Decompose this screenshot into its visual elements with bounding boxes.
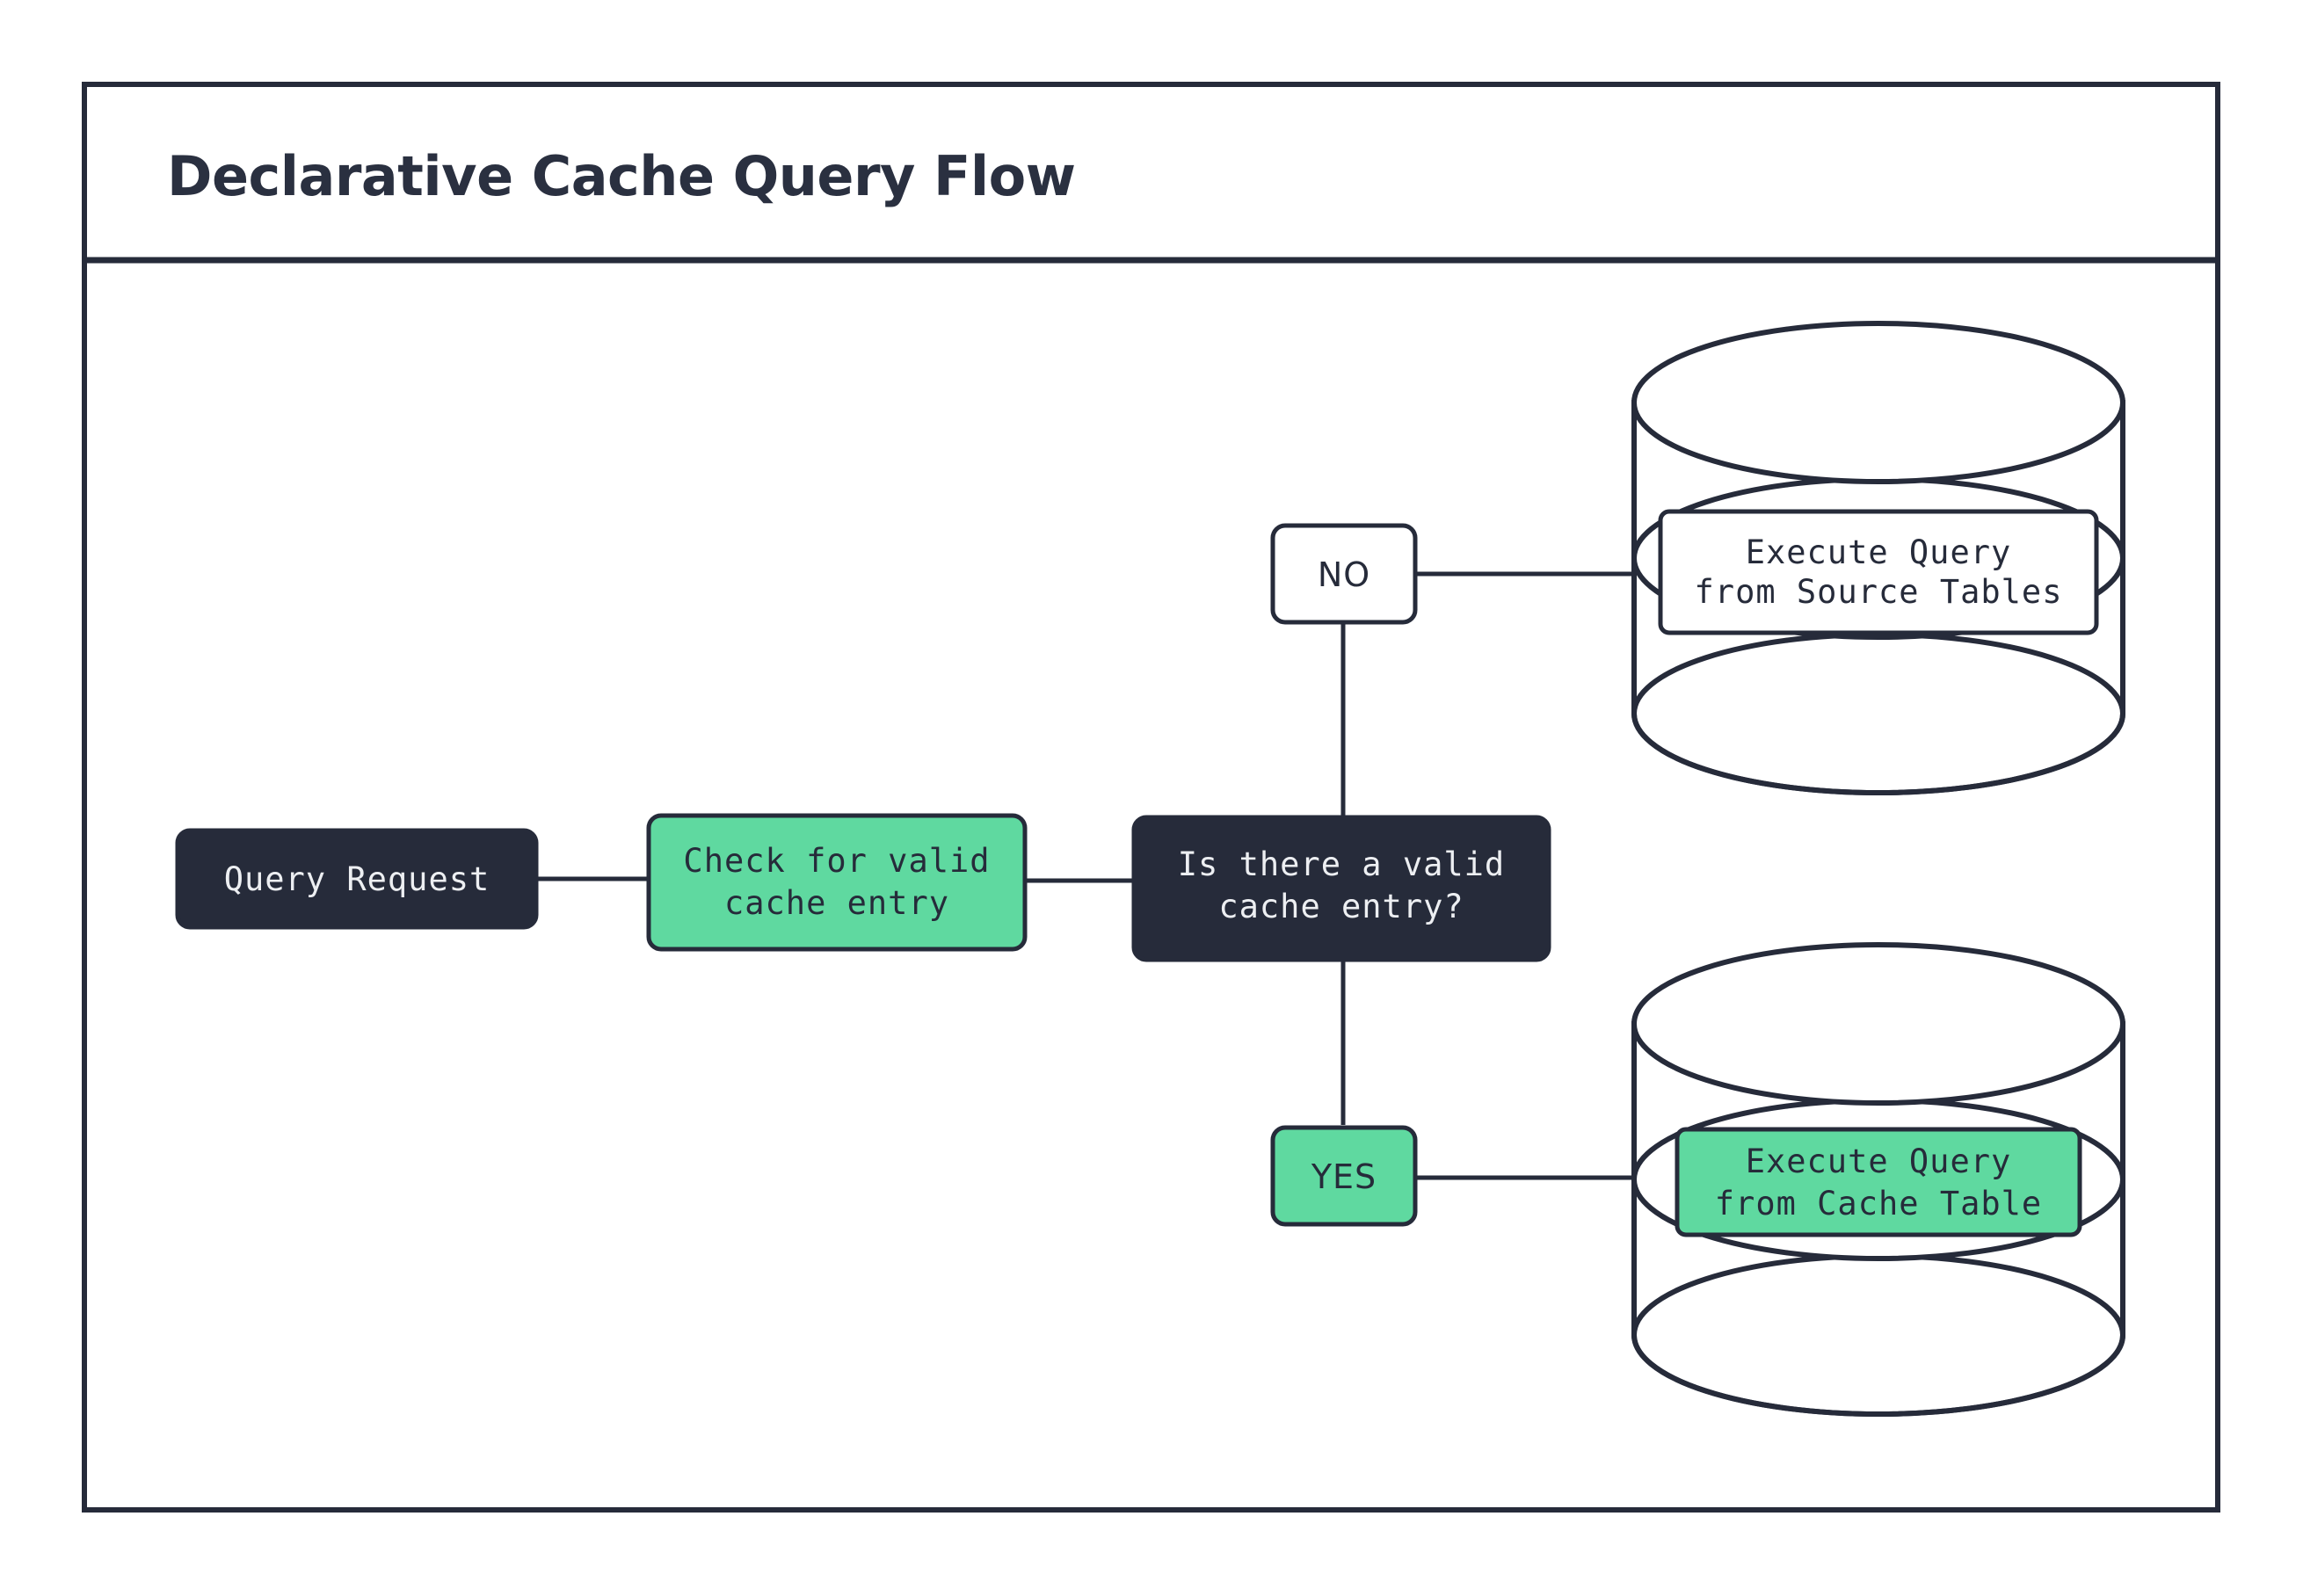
node-decision[interactable]: Is there a valid cache entry? — [1131, 815, 1551, 962]
node-cache-table-line1: Execute Query — [1746, 1143, 2012, 1180]
node-decision-line2: cache entry? — [1218, 888, 1464, 925]
node-cache-table-line2: from Cache Table — [1715, 1185, 2042, 1222]
page-title: Declarative Cache Query Flow — [167, 144, 1076, 208]
branch-badge-no[interactable]: NO — [1270, 523, 1418, 625]
node-source-tables-box[interactable] — [1658, 509, 2099, 635]
node-check-cache-line1: Check for valid — [683, 842, 990, 880]
branch-badge-no-box[interactable] — [1270, 523, 1418, 625]
node-query-request-label: Query Request — [224, 860, 490, 898]
branch-badge-yes-box[interactable] — [1270, 1125, 1418, 1227]
node-cache-table[interactable]: Execute Query from Cache Table — [1675, 1127, 2082, 1237]
node-cache-table-box[interactable] — [1675, 1127, 2082, 1237]
node-decision-line1: Is there a valid — [1178, 845, 1505, 883]
branch-badge-no-label: NO — [1318, 555, 1370, 594]
cylinder-disc-top-cache — [1631, 942, 2125, 1106]
node-check-cache-box[interactable] — [646, 813, 1028, 952]
node-decision-box[interactable] — [1131, 815, 1551, 962]
branch-badge-yes-label: YES — [1311, 1157, 1377, 1196]
diagram-frame — [82, 82, 2220, 1513]
node-query-request[interactable]: Query Request — [175, 828, 539, 930]
node-source-tables[interactable]: Execute Query from Source Tables — [1658, 509, 2099, 635]
node-query-request-box[interactable] — [175, 828, 539, 930]
branch-badge-yes[interactable]: YES — [1270, 1125, 1418, 1227]
node-source-tables-line2: from Source Tables — [1695, 573, 2063, 611]
node-check-cache[interactable]: Check for valid cache entry — [646, 813, 1028, 952]
node-source-tables-line1: Execute Query — [1746, 533, 2012, 571]
node-check-cache-line2: cache entry — [724, 884, 949, 922]
cylinder-disc-top-source — [1631, 321, 2125, 484]
